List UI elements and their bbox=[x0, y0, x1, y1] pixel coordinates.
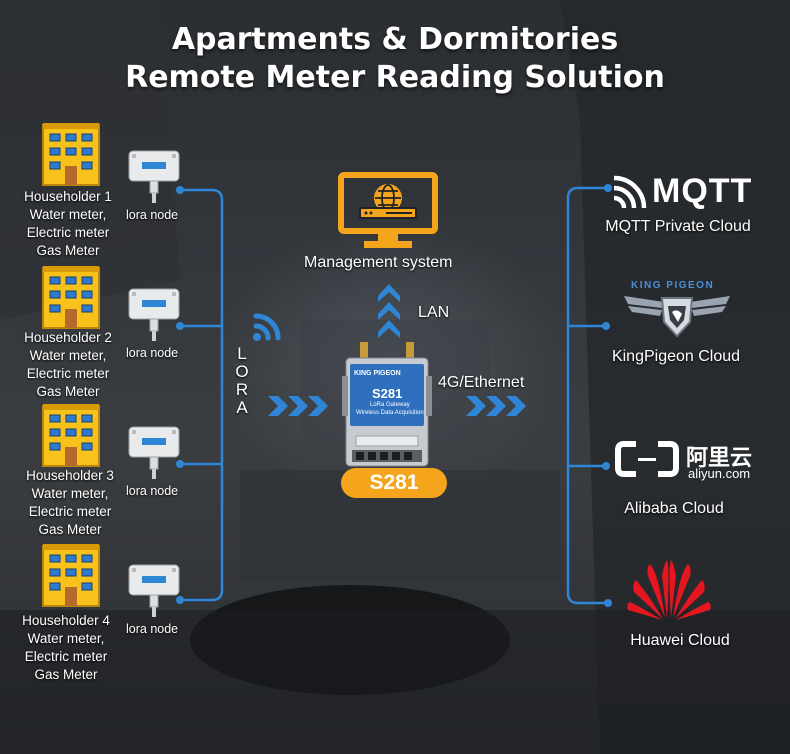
household-meter-3: Gas Meter bbox=[38, 522, 102, 537]
household-1-label: Householder 1 Water meter, Electric mete… bbox=[8, 188, 128, 260]
gateway-device: KING PIGEON S281 LoRa Gateway Wireless D… bbox=[342, 340, 432, 468]
household-meter-1: Water meter, bbox=[31, 486, 109, 501]
dot-left-3 bbox=[176, 460, 184, 468]
household-meter-1: Water meter, bbox=[27, 631, 105, 646]
product-badge: S281 bbox=[341, 468, 447, 498]
lora-letter-o: O bbox=[235, 362, 249, 381]
gateway-line-2: Wireless Data Acquisition bbox=[356, 410, 424, 416]
lora-node-label-3: lora node bbox=[126, 484, 179, 498]
lora-node-icon-1 bbox=[128, 150, 180, 203]
household-name: Householder 2 bbox=[24, 330, 112, 345]
dot-right-1 bbox=[604, 184, 612, 192]
cloud-label-mqtt: MQTT Private Cloud bbox=[605, 218, 751, 235]
household-meter-2: Electric meter bbox=[28, 504, 112, 519]
arrow-gateway-to-management bbox=[378, 284, 400, 338]
management-system-label: Management system bbox=[304, 254, 453, 271]
household-meter-1: Water meter, bbox=[29, 348, 107, 363]
lora-letter-l: L bbox=[237, 344, 247, 363]
left-bus-line bbox=[180, 188, 224, 602]
household-meter-3: Gas Meter bbox=[34, 667, 98, 682]
household-meter-2: Electric meter bbox=[26, 225, 110, 240]
lora-node-icon-4 bbox=[128, 564, 180, 617]
lan-label: LAN bbox=[418, 304, 450, 321]
kingpigeon-logo-text: KING PIGEON bbox=[631, 280, 715, 291]
mqtt-logo-text: MQTT bbox=[652, 172, 753, 210]
lora-node-icon-3 bbox=[128, 426, 180, 479]
household-name: Householder 3 bbox=[26, 468, 114, 483]
lora-letter-a: A bbox=[236, 398, 248, 417]
title-line-2: Remote Meter Reading Solution bbox=[125, 60, 665, 95]
lora-node-label-4: lora node bbox=[126, 622, 179, 636]
aliyun-logo-text-cn: 阿里云 bbox=[686, 445, 753, 470]
lora-node-icon-2 bbox=[128, 288, 180, 341]
huawei-logo-icon bbox=[627, 560, 711, 620]
gateway-brand: KING PIGEON bbox=[354, 370, 401, 377]
building-icon-2 bbox=[42, 266, 100, 329]
cloud-label-alibaba: Alibaba Cloud bbox=[624, 500, 724, 517]
cloud-label-huawei: Huawei Cloud bbox=[630, 632, 730, 649]
management-monitor-icon bbox=[338, 172, 438, 248]
aliyun-logo-icon bbox=[615, 441, 679, 477]
lora-node-label-1: lora node bbox=[126, 208, 179, 222]
kingpigeon-logo-icon bbox=[624, 296, 730, 338]
arrow-gateway-to-cloud bbox=[466, 396, 526, 416]
cloud-label-kingpigeon: KingPigeon Cloud bbox=[611, 348, 741, 365]
mqtt-logo-icon bbox=[613, 175, 647, 209]
lora-letter-r: R bbox=[235, 380, 249, 399]
household-name: Householder 4 bbox=[22, 613, 110, 628]
gateway-device-body bbox=[342, 342, 432, 467]
household-meter-3: Gas Meter bbox=[36, 243, 100, 258]
household-3-label: Householder 3 Water meter, Electric mete… bbox=[10, 467, 130, 539]
building-icon-4 bbox=[42, 544, 100, 607]
title-line-1: Apartments & Dormitories bbox=[171, 22, 619, 57]
lora-node-label-2: lora node bbox=[126, 346, 179, 360]
dot-right-3 bbox=[602, 462, 610, 470]
household-name: Householder 1 bbox=[24, 189, 112, 204]
household-meter-2: Electric meter bbox=[24, 649, 108, 664]
gateway-line-1: LoRa Gateway bbox=[370, 402, 410, 408]
dot-left-2 bbox=[176, 322, 184, 330]
dot-left-1 bbox=[176, 186, 184, 194]
dot-right-2 bbox=[602, 322, 610, 330]
dot-right-4 bbox=[604, 599, 612, 607]
household-4-label: Householder 4 Water meter, Electric mete… bbox=[6, 612, 126, 684]
household-meter-1: Water meter, bbox=[29, 207, 107, 222]
building-icon-1 bbox=[42, 123, 100, 186]
building-icon-3 bbox=[42, 404, 100, 467]
right-bus-line bbox=[566, 186, 608, 605]
dot-left-4 bbox=[176, 596, 184, 604]
household-meter-3: Gas Meter bbox=[36, 384, 100, 399]
household-2-label: Householder 2 Water meter, Electric mete… bbox=[8, 329, 128, 401]
aliyun-logo-text-en: aliyun.com bbox=[688, 466, 751, 481]
wireless-signal-icon bbox=[253, 313, 281, 341]
uplink-label: 4G/Ethernet bbox=[438, 374, 525, 391]
arrow-lora-to-gateway bbox=[268, 396, 328, 416]
household-meter-2: Electric meter bbox=[26, 366, 110, 381]
gateway-model: S281 bbox=[372, 386, 403, 401]
